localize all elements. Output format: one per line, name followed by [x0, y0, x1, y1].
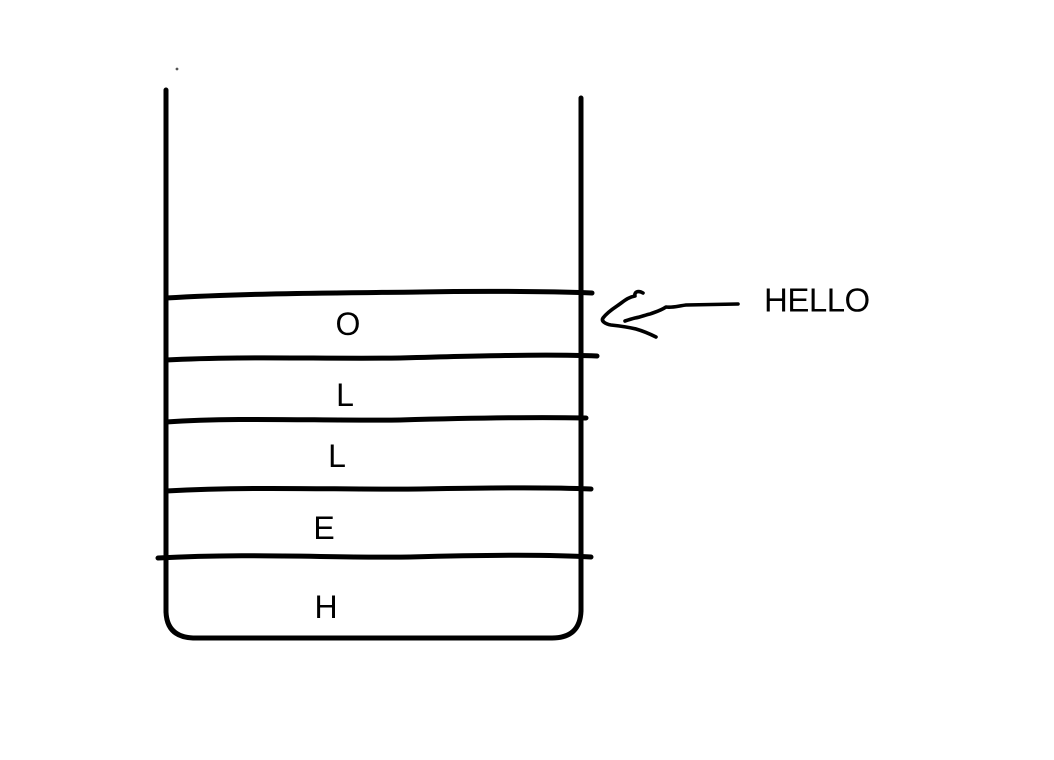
stack-container-outline [163, 87, 584, 641]
stack-level-divider-4 [163, 485, 594, 494]
stack-level-divider-5 [155, 552, 594, 561]
annotation-label: HELLO [764, 281, 870, 319]
stack-item-letter-l1: L [336, 377, 354, 413]
arrow-head [600, 289, 658, 339]
stack-item-letter-h: H [314, 589, 338, 625]
stack-item-letter-e: E [313, 510, 335, 546]
stack-level-divider-2 [163, 352, 600, 363]
stack-item-letter-l2: L [328, 438, 346, 474]
stack-level-divider-3 [163, 415, 589, 425]
stack-item-letter-o: O [335, 306, 361, 342]
stack-level-divider-top [163, 288, 595, 301]
arrow-shaft [623, 302, 740, 323]
stray-pen-dot [175, 67, 179, 71]
